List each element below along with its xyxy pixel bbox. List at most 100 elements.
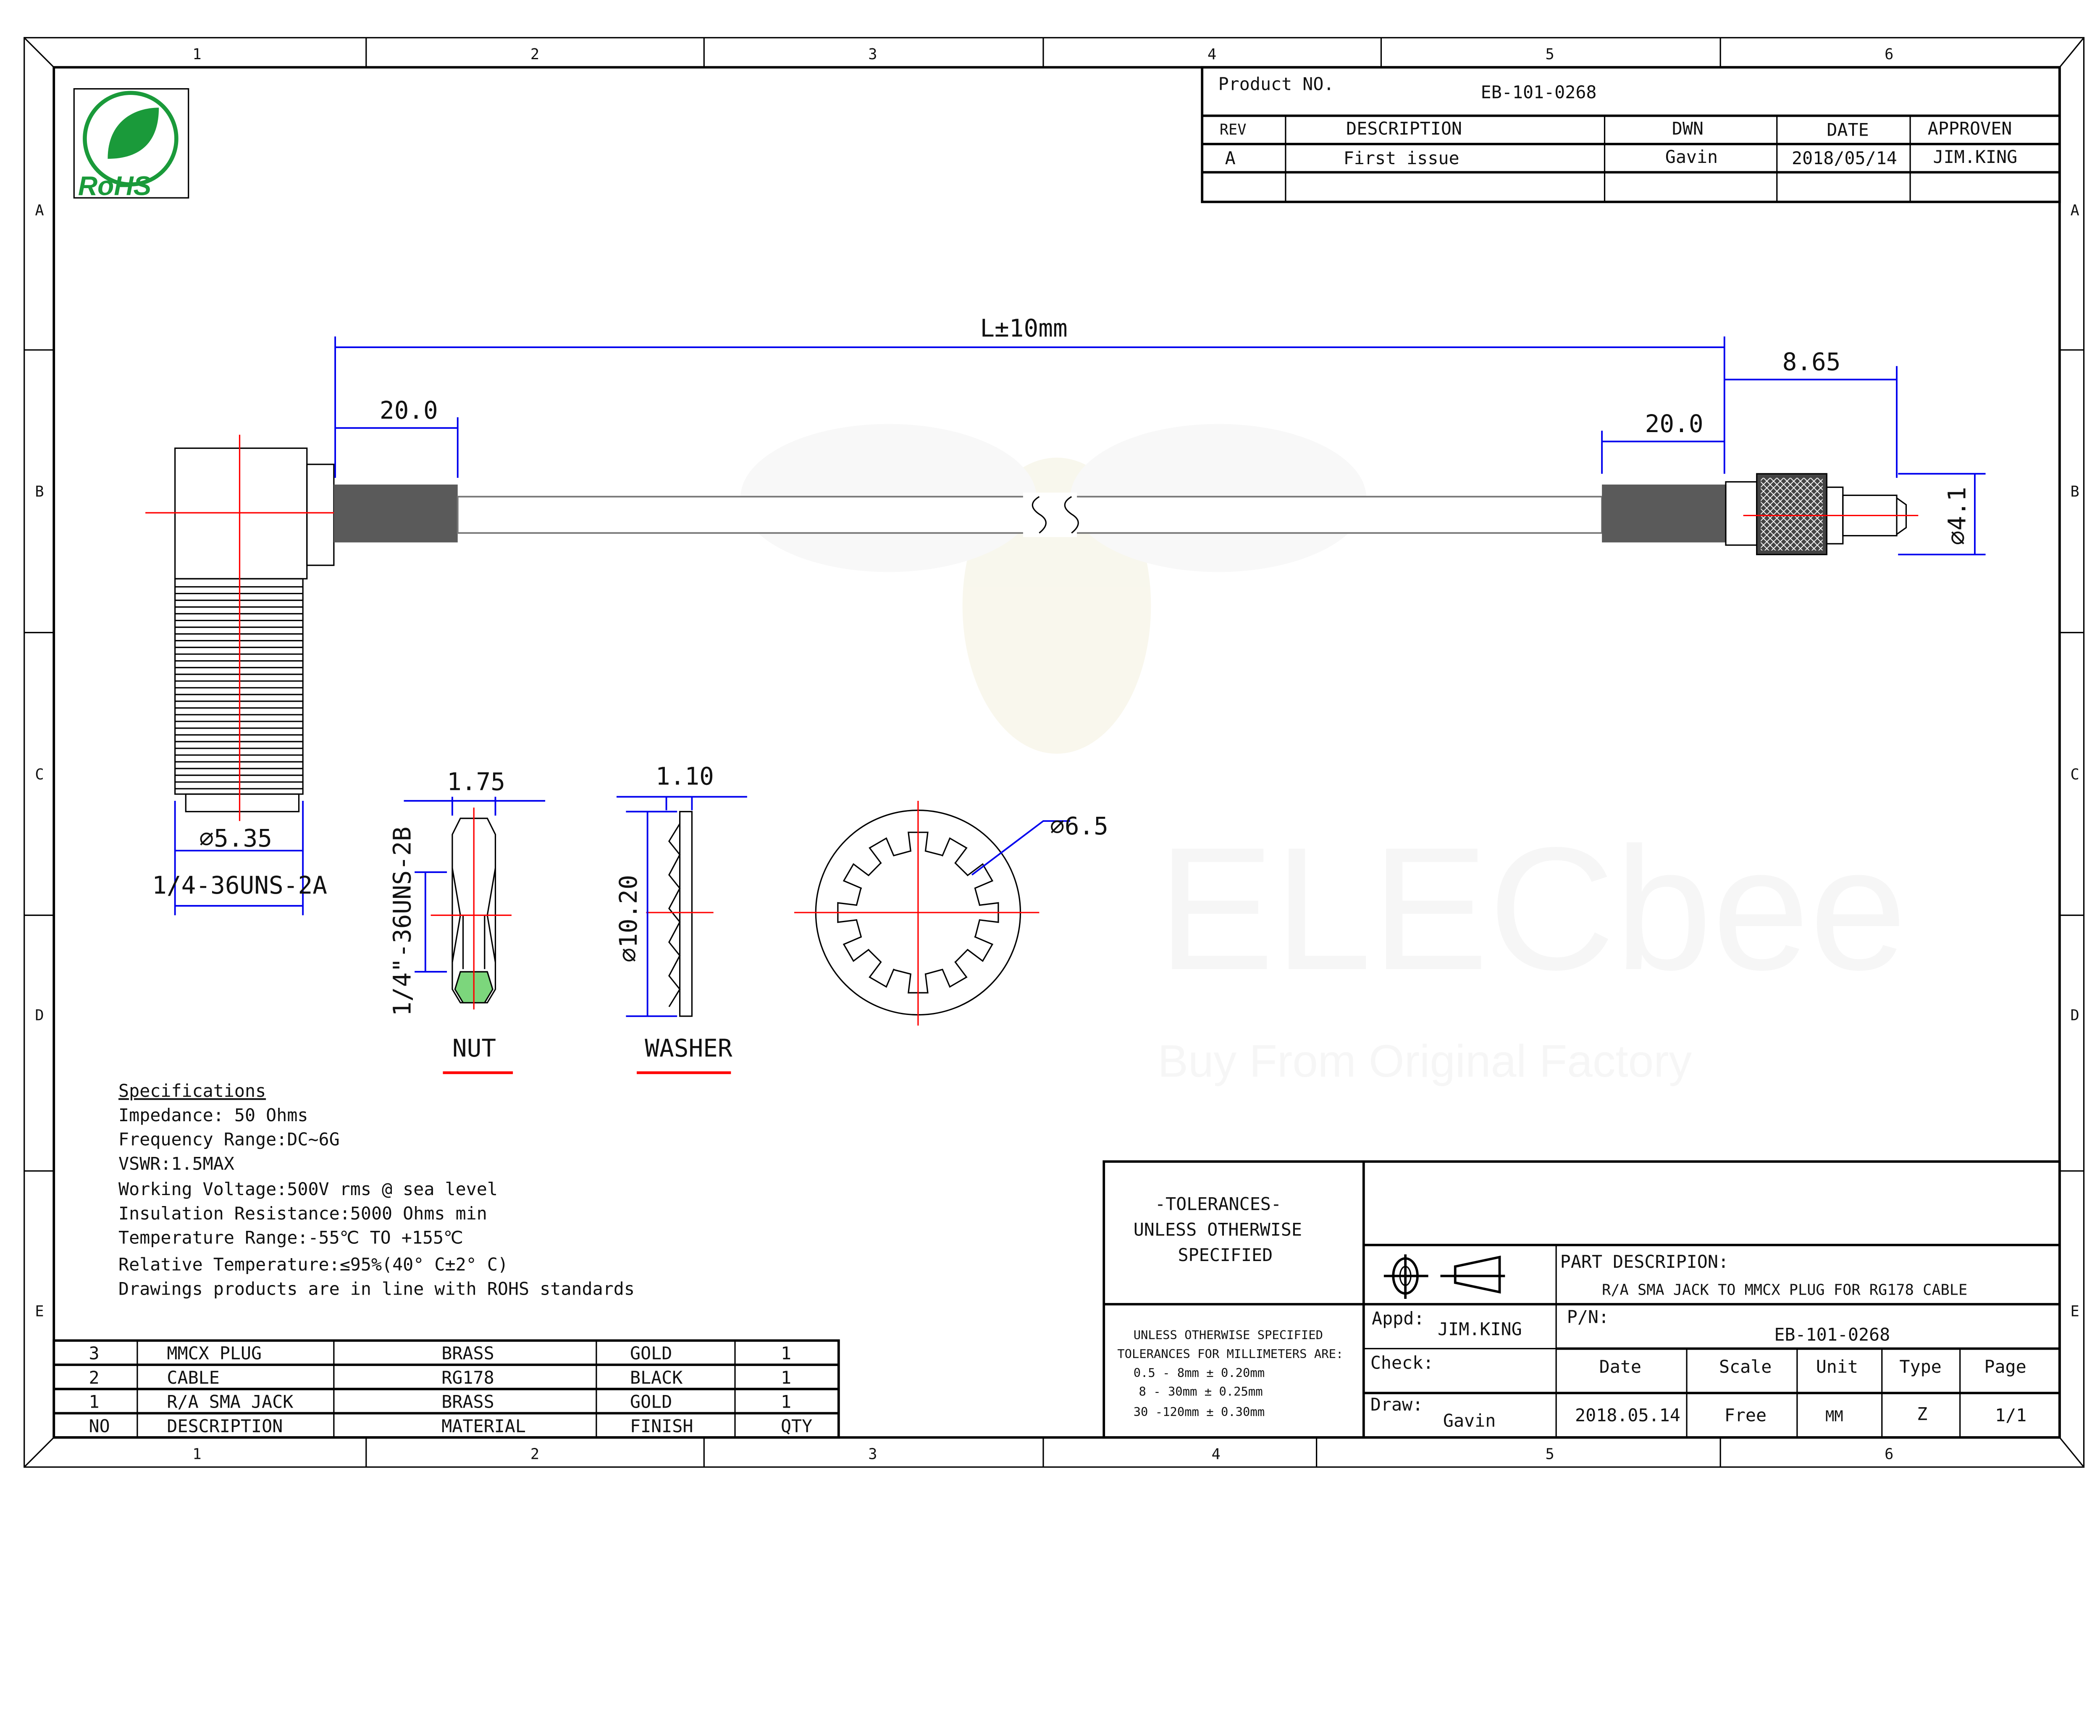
date-value: 2018.05.14	[1575, 1405, 1680, 1426]
dim-washer-od: ⌀10.20	[614, 875, 643, 962]
spec-line: Temperature Range:-55℃ TO +155℃	[118, 1227, 463, 1248]
page-value: 1/1	[1995, 1405, 2026, 1426]
bom-cell: 2	[89, 1367, 100, 1388]
type-value: Z	[1917, 1403, 1927, 1424]
left-boot	[333, 484, 458, 543]
date-value: 2018/05/14	[1792, 148, 1897, 168]
column-label: 5	[1545, 46, 1554, 63]
watermark-tagline: Buy From Original Factory	[1158, 1036, 1692, 1087]
draw-value: Gavin	[1443, 1410, 1496, 1431]
row-label: E	[35, 1303, 44, 1320]
scale-header: Scale	[1719, 1356, 1772, 1377]
rev-value: A	[1225, 148, 1236, 168]
row-label: D	[2070, 1007, 2079, 1024]
spec-line: Relative Temperature:≤95%(40° C±2° C)	[118, 1254, 508, 1275]
column-label: 1	[192, 46, 201, 63]
pn-value: EB-101-0268	[1774, 1324, 1890, 1345]
dimensions: L±10mm 20.0 20.0 8.65 ⌀4.1 ⌀5.35 1/4-36U…	[152, 314, 1986, 915]
leaf-icon	[108, 108, 159, 159]
column-label: 5	[1545, 1445, 1554, 1463]
approven-header: APPROVEN	[1928, 118, 2012, 139]
check-label: Check:	[1370, 1353, 1433, 1373]
dim-nut-thread: 1/4"-36UNS-2B	[388, 826, 417, 1016]
spec-line: Drawings products are in line with ROHS …	[118, 1278, 635, 1299]
mmcx-plug	[1725, 473, 1919, 556]
bom-cell: NO	[89, 1416, 110, 1436]
part-description: R/A SMA JACK TO MMCX PLUG FOR RG178 CABL…	[1602, 1281, 1967, 1298]
dim-right-boot: 20.0	[1645, 409, 1704, 438]
column-label: 2	[530, 46, 539, 63]
row-label: A	[2070, 202, 2079, 219]
bom-cell: 1	[89, 1392, 100, 1412]
pn-label: P/N:	[1567, 1307, 1609, 1327]
tolerances-title: SPECIFIED	[1178, 1245, 1273, 1265]
row-label: B	[2070, 483, 2079, 501]
dim-mmcx-length: 8.65	[1782, 347, 1841, 376]
bom-cell: QTY	[781, 1416, 812, 1436]
row-label: B	[35, 483, 44, 501]
draw-label: Draw:	[1370, 1394, 1423, 1415]
description-value: First issue	[1344, 148, 1460, 168]
washer-front-view: ⌀6.5	[794, 801, 1108, 1026]
dim-nut-thickness: 1.75	[447, 767, 505, 796]
spec-line: Working Voltage:500V rms @ sea level	[118, 1179, 498, 1199]
tolerance-note: UNLESS OTHERWISE SPECIFIED	[1134, 1328, 1323, 1342]
row-label: E	[2070, 1303, 2079, 1320]
row-label: C	[2070, 766, 2079, 783]
tolerances-title: -TOLERANCES-	[1155, 1193, 1281, 1214]
projection-symbol-icon	[1383, 1254, 1505, 1299]
date-header: DATE	[1827, 120, 1869, 140]
bom-cell: 3	[89, 1343, 100, 1364]
cable-assembly	[145, 435, 1919, 821]
unit-value: MM	[1825, 1408, 1843, 1425]
sma-jack	[145, 435, 347, 821]
specifications-title: Specifications	[118, 1080, 266, 1101]
column-label: 6	[1885, 46, 1893, 63]
dim-sma-dia: ⌀5.35	[199, 824, 272, 852]
bom-cell: FINISH	[630, 1416, 693, 1436]
column-label: 3	[868, 1445, 877, 1463]
part-description-label: PART DESCRIPION:	[1560, 1251, 1729, 1272]
dim-mmcx-dia: ⌀4.1	[1942, 487, 1971, 545]
bom-cell: 1	[781, 1343, 791, 1364]
rohs-logo-text: RoHS	[78, 171, 152, 201]
nut-view: 1.75 1/4"-36UNS-2B NUT	[388, 767, 546, 1074]
column-label: 1	[192, 1445, 201, 1463]
bom-cell: GOLD	[630, 1343, 672, 1364]
column-label: 4	[1208, 46, 1216, 63]
bom-cell: 1	[781, 1392, 791, 1412]
tolerance-note: TOLERANCES FOR MILLIMETERS ARE:	[1117, 1347, 1343, 1361]
rohs-logo: RoHS	[73, 88, 189, 201]
washer-side-view: 1.10 ⌀10.20 WASHER	[614, 762, 747, 1074]
date-header: Date	[1599, 1356, 1641, 1377]
dim-washer-id: ⌀6.5	[1050, 812, 1108, 840]
revision-block: Product NO. EB-101-0268 REV DESCRIPTION …	[1201, 66, 2061, 203]
spec-line: Frequency Range:DC~6G	[118, 1129, 340, 1150]
specifications: Specifications Impedance: 50 Ohms Freque…	[118, 1080, 635, 1299]
drawing-frame: 1 2 3 4 5 6 1 2 3 4 5 6 A B C D E A B C …	[24, 37, 2085, 1468]
approven-value: JIM.KING	[1933, 147, 2018, 167]
washer-teeth	[837, 831, 999, 994]
scale-value: Free	[1725, 1405, 1767, 1426]
column-label: 3	[868, 46, 877, 63]
row-label: C	[35, 766, 44, 783]
tolerance-note: 8 - 30mm ± 0.25mm	[1139, 1385, 1263, 1399]
bom-cell: 1	[781, 1367, 791, 1388]
column-label: 4	[1212, 1445, 1221, 1463]
column-label: 6	[1885, 1445, 1893, 1463]
product-no-label: Product NO.	[1218, 74, 1334, 94]
bom-cell: BRASS	[441, 1343, 494, 1364]
rev-header: REV	[1220, 121, 1247, 139]
engineering-drawing: ELECbee Buy From Original Factory 1 2 3 …	[24, 37, 2085, 1468]
dim-washer-thickness: 1.10	[656, 762, 714, 791]
spec-line: Impedance: 50 Ohms	[118, 1105, 308, 1125]
washer-label: WASHER	[645, 1034, 732, 1062]
bom-cell: R/A SMA JACK	[167, 1392, 293, 1412]
tolerance-note: 0.5 - 8mm ± 0.20mm	[1134, 1366, 1265, 1380]
spec-line: VSWR:1.5MAX	[118, 1153, 234, 1174]
